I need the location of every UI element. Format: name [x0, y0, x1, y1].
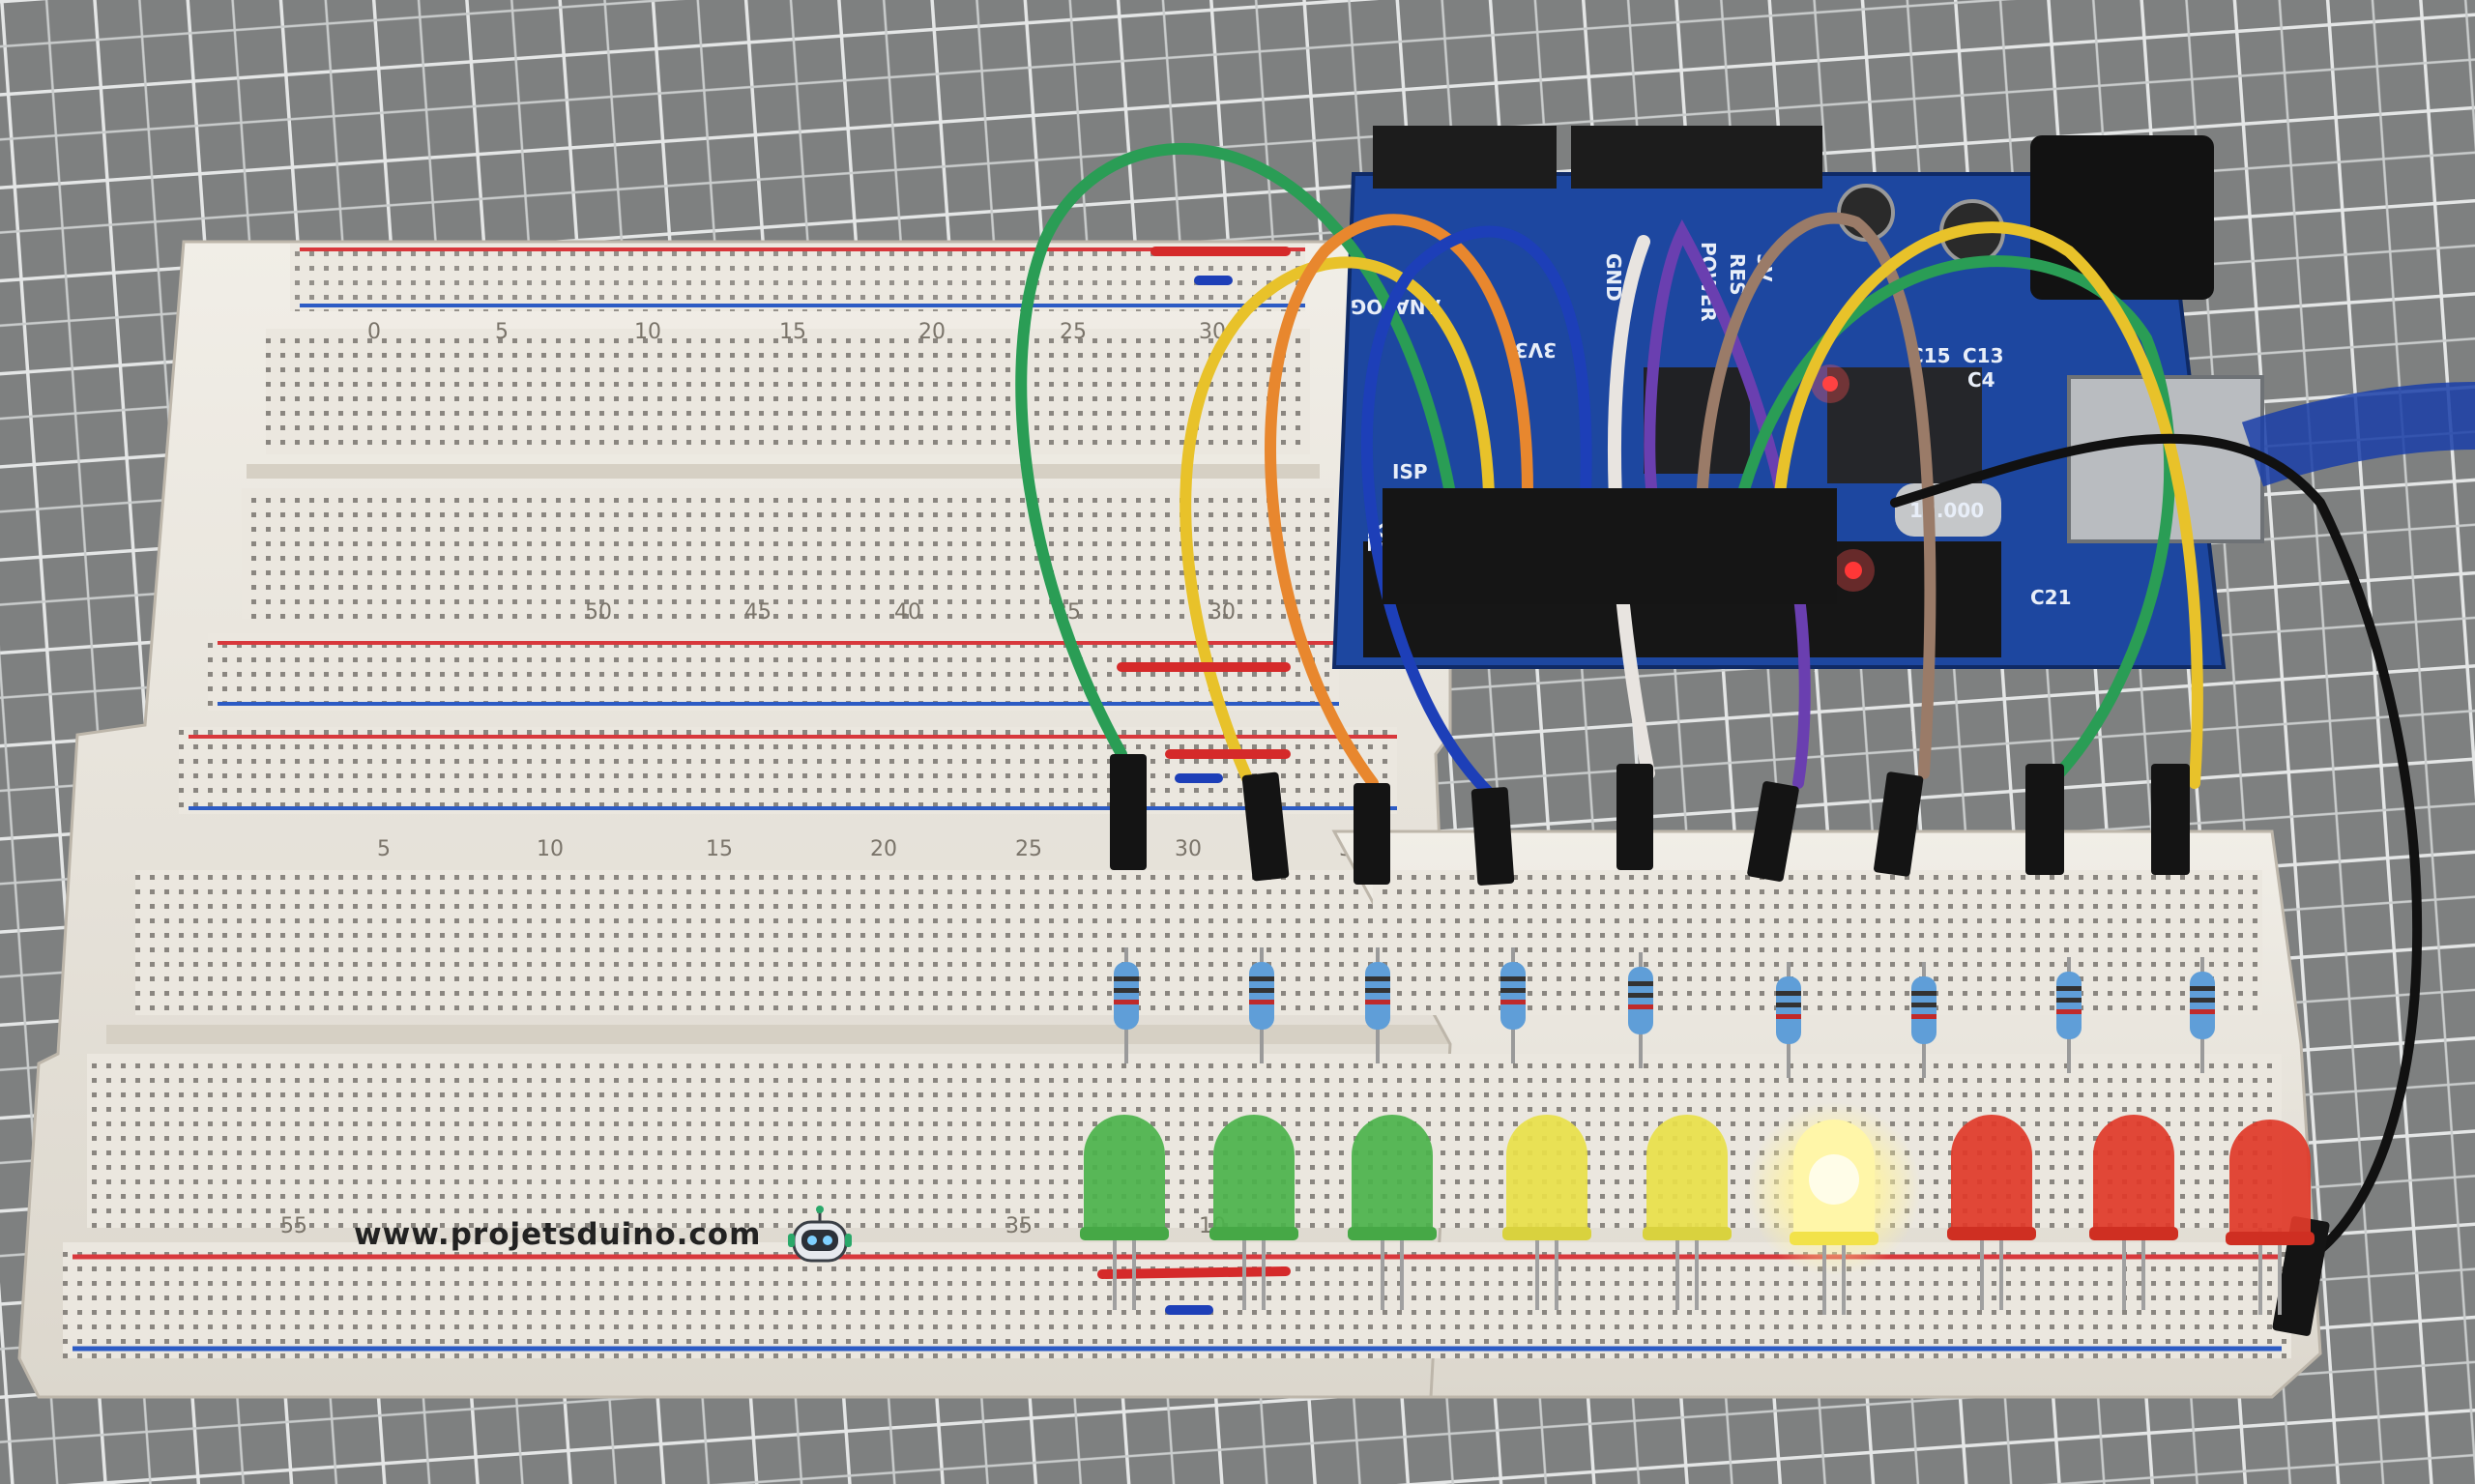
connector	[2151, 764, 2190, 875]
dupont-connectors	[1110, 488, 2330, 1336]
led-red	[2089, 1115, 2178, 1310]
bottom-power-rail	[63, 1242, 1474, 1358]
board-label: GND	[1602, 253, 1625, 302]
connector	[2025, 764, 2064, 875]
power-led	[1822, 376, 1838, 392]
resistor	[1365, 947, 1390, 1063]
col-number: 40	[894, 600, 921, 625]
resistors	[1114, 947, 2215, 1078]
top-power-rail	[290, 244, 1305, 311]
jumper-wire-green	[1015, 142, 1456, 760]
col-number: 0	[367, 320, 381, 344]
jumper-wire-black	[1890, 433, 2423, 1262]
connector	[1241, 771, 1290, 882]
led-red	[1947, 1115, 2036, 1310]
row-number: 35	[1005, 1214, 1033, 1238]
col-number: 15	[779, 320, 806, 344]
watermark: www.projetsduino.com	[354, 1205, 854, 1265]
tx-led	[1845, 562, 1862, 579]
led-yellow	[1643, 1115, 1732, 1310]
resistor	[2056, 957, 2082, 1073]
col-number: 10	[537, 837, 564, 861]
led-yellow	[1502, 1115, 1591, 1310]
board-label: ISP	[1392, 460, 1428, 483]
watermark-url: www.projetsduino.com	[354, 1217, 762, 1252]
col-number: 5	[377, 837, 391, 861]
led-green	[1348, 1115, 1437, 1310]
connector	[1616, 764, 1653, 870]
resistor	[1911, 962, 1936, 1078]
jumper-wire-blue	[1360, 225, 1592, 799]
connector	[2272, 1216, 2330, 1336]
terminal-strip-middle	[135, 870, 1431, 1015]
header-top-left	[1373, 126, 1557, 189]
led-yellow-lit	[1747, 1102, 1921, 1315]
usb-cable	[2241, 382, 2475, 487]
header-top-right	[1571, 126, 1822, 189]
board-label: C4	[1967, 368, 1995, 392]
col-number: 20	[918, 320, 946, 344]
bridge-wires	[1097, 247, 1291, 1315]
jumper-wire-yellow	[1179, 256, 1495, 784]
led-green	[1080, 1115, 1169, 1310]
terminal-strip-top	[266, 329, 1310, 454]
col-number: 10	[634, 320, 661, 344]
connector	[1110, 754, 1147, 870]
connector	[1874, 771, 1924, 877]
jumper-wire-orange	[1265, 214, 1533, 789]
jumper-wire-purple	[1644, 219, 1811, 789]
terminal-strip-top-lower	[242, 488, 1334, 619]
col-number: 50	[585, 600, 612, 625]
col-number: 30	[1175, 837, 1202, 861]
resistor	[2190, 957, 2215, 1073]
row-number: 55	[280, 1214, 307, 1238]
board-label: 3V3	[1515, 338, 1557, 362]
resistor	[1114, 947, 1139, 1063]
connector	[1354, 783, 1390, 885]
resistor	[1628, 952, 1653, 1068]
robot-head-icon	[786, 1205, 854, 1265]
col-number: 45	[744, 600, 772, 625]
led-green	[1209, 1115, 1298, 1310]
col-number: 30	[1208, 600, 1236, 625]
connector	[1747, 781, 1799, 882]
chip	[1644, 367, 1750, 474]
col-number: 25	[1015, 837, 1042, 861]
col-number: 25	[1060, 320, 1087, 344]
board-label: 12.000	[1909, 499, 1984, 522]
col-number: 5	[495, 320, 509, 344]
connector	[1470, 787, 1515, 886]
jumper-wire-yellow-2	[1773, 221, 2203, 789]
board-label: C13	[1963, 344, 2004, 367]
resistor	[1776, 962, 1801, 1078]
breadboard	[17, 240, 1481, 1399]
board-label: C21	[2030, 586, 2072, 609]
led-red	[2226, 1120, 2315, 1315]
resistor	[1500, 947, 1526, 1063]
col-number: 20	[870, 837, 897, 861]
chip	[1827, 367, 1982, 483]
jumper-wire-brown	[1696, 212, 1936, 779]
col-number: 15	[706, 837, 733, 861]
leds	[1080, 1102, 2315, 1315]
resistor	[1249, 947, 1274, 1063]
connector	[1644, 488, 1837, 604]
middle-power-rail	[179, 633, 1397, 814]
